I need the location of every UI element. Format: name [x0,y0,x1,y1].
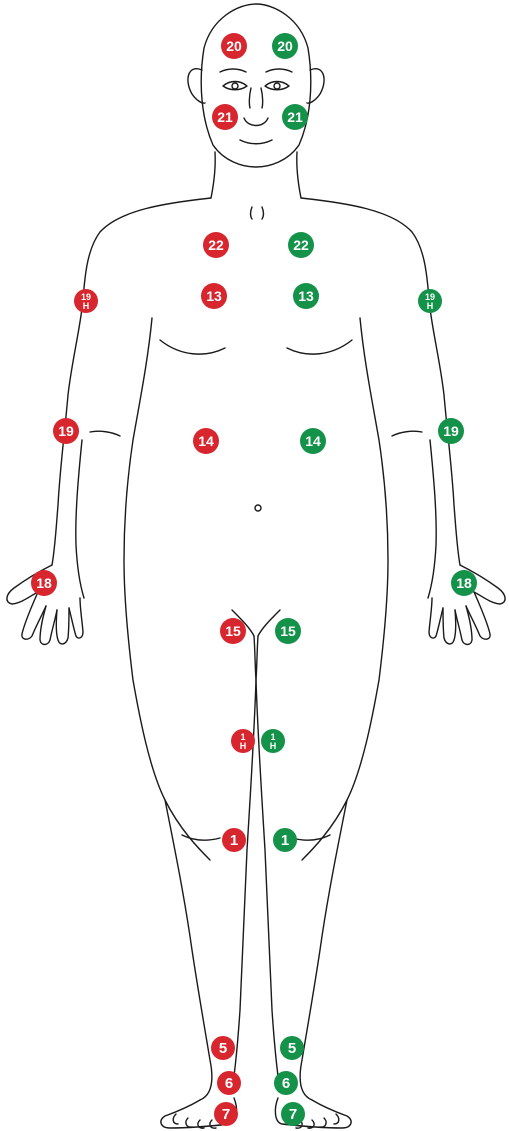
point-number-label: 1 [281,832,289,849]
point-number-label: 5 [219,1040,227,1057]
right-point-22[interactable]: 22 [288,232,314,258]
point-number-label: 18 [36,575,52,591]
left-point-1[interactable]: 1 [222,828,246,852]
left-point-20[interactable]: 20 [221,33,247,59]
left-point-22[interactable]: 22 [203,232,229,258]
right-point-13[interactable]: 13 [293,283,319,309]
point-sub-label: H [427,301,434,311]
point-number-label: 7 [289,1106,297,1123]
left-point-19[interactable]: 19 [53,418,79,444]
human-body-outline [7,4,505,1128]
right-point-1[interactable]: 1 [273,828,297,852]
point-number-label: 13 [298,288,314,304]
point-number-label: 1 [230,832,238,849]
point-number-label: 7 [222,1106,230,1123]
point-number-label: 20 [226,38,242,54]
left-point-18[interactable]: 18 [31,570,57,596]
point-number-label: 5 [288,1040,296,1057]
right-point-21[interactable]: 21 [282,104,308,130]
point-number-label: 15 [280,623,296,639]
point-number-label: 21 [217,109,233,125]
point-number-label: 6 [282,1075,290,1092]
point-number-label: 21 [287,109,303,125]
left-point-19-h[interactable]: 19H [74,289,98,313]
left-point-21[interactable]: 21 [212,104,238,130]
right-point-6[interactable]: 6 [274,1071,298,1095]
point-number-label: 20 [277,38,293,54]
right-point-5[interactable]: 5 [280,1036,304,1060]
point-number-label: 19 [443,423,459,439]
right-point-7[interactable]: 7 [281,1102,305,1126]
right-point-19-h[interactable]: 19H [418,289,442,313]
point-sub-label: H [240,741,247,751]
point-number-label: 14 [305,433,321,449]
right-point-1-h[interactable]: 1H [261,729,285,753]
right-point-18[interactable]: 18 [451,570,477,596]
point-sub-label: H [270,741,277,751]
left-point-6[interactable]: 6 [217,1071,241,1095]
point-number-label: 6 [225,1075,233,1092]
point-number-label: 22 [208,237,224,253]
right-point-19[interactable]: 19 [438,418,464,444]
right-point-14[interactable]: 14 [300,428,326,454]
right-point-15[interactable]: 15 [275,618,301,644]
right-point-20[interactable]: 20 [272,33,298,59]
point-number-label: 14 [198,433,214,449]
point-number-label: 22 [293,237,309,253]
left-point-1-h[interactable]: 1H [231,729,255,753]
point-number-label: 15 [225,623,241,639]
point-sub-label: H [83,301,90,311]
left-point-14[interactable]: 14 [193,428,219,454]
left-point-13[interactable]: 13 [201,283,227,309]
left-point-5[interactable]: 5 [211,1036,235,1060]
point-number-label: 13 [206,288,222,304]
point-number-label: 19 [58,423,74,439]
left-point-15[interactable]: 15 [220,618,246,644]
point-number-label: 18 [456,575,472,591]
left-point-7[interactable]: 7 [214,1102,238,1126]
